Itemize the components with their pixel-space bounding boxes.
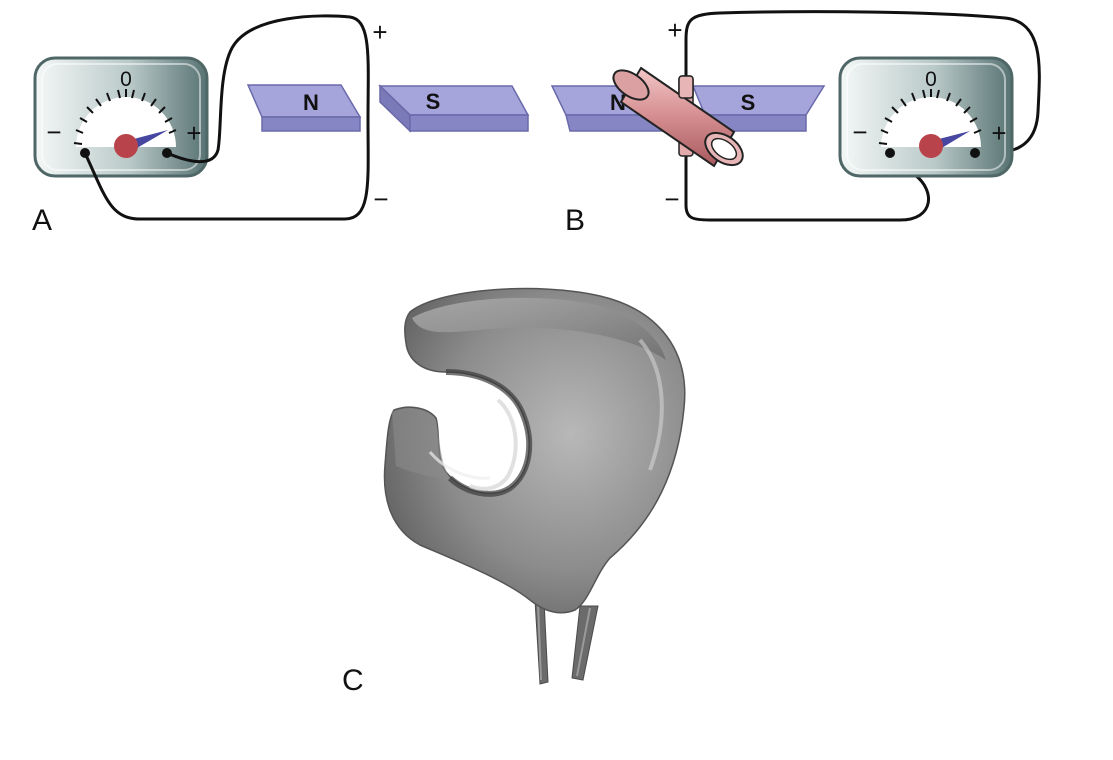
panel-a: 0 − + + − N S A <box>32 14 530 237</box>
magnet-north-label: N <box>610 90 626 115</box>
circuit-wire <box>83 14 370 221</box>
terminal-left <box>885 148 895 158</box>
panel-a-label: A <box>32 204 52 237</box>
conductor-tube-icon <box>612 66 744 168</box>
meter-zero-label: 0 <box>120 68 132 91</box>
meter-zero-label: 0 <box>925 68 937 91</box>
bar-magnet-icon: N <box>246 84 362 132</box>
wire-minus-label: − <box>664 184 679 214</box>
meter-plus-label: + <box>991 118 1006 148</box>
panel-b: N S + − <box>550 10 1041 237</box>
bar-magnet-icon: S <box>378 84 530 133</box>
panel-b-label: B <box>565 204 585 237</box>
galvanometer-icon: 0 − + <box>838 56 1014 178</box>
meter-scale-ticks <box>878 89 982 145</box>
circuit-wire <box>684 10 1041 155</box>
meter-scale-ticks <box>73 89 177 145</box>
meter-minus-label: − <box>46 117 61 147</box>
bar-magnet-icon: S <box>691 85 826 132</box>
needle-pivot <box>919 134 943 158</box>
wire-minus-label: − <box>373 184 388 214</box>
panel-c-label: C <box>342 664 364 697</box>
needle-pivot <box>114 134 138 158</box>
magnet-south-label: S <box>741 90 756 115</box>
wire-plus-label: + <box>667 15 682 45</box>
galvanometer-icon: 0 − + <box>33 56 209 178</box>
magnet-south-label: S <box>426 89 441 114</box>
terminal-right <box>970 148 980 158</box>
meter-minus-label: − <box>852 117 867 147</box>
wire-plus-label: + <box>372 17 387 47</box>
magnet-north-label: N <box>303 90 319 115</box>
transducer-photo-icon <box>383 287 686 685</box>
meter-plus-label: + <box>186 118 201 148</box>
